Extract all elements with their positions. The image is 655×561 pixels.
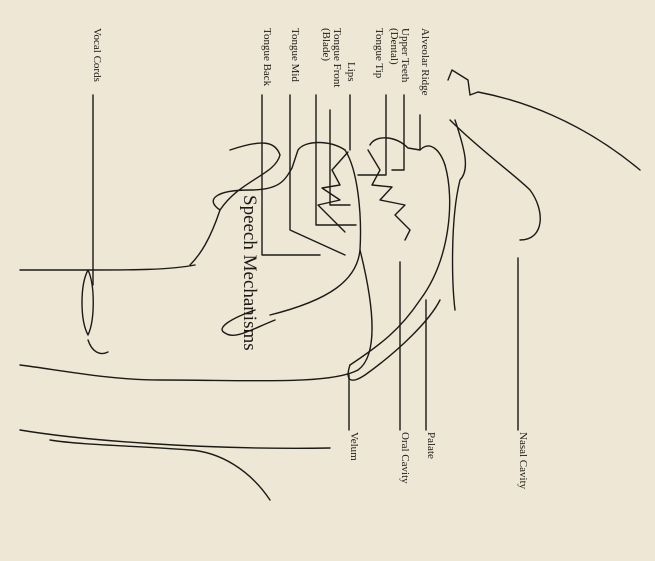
nasal-passage-outline: [453, 120, 466, 310]
vocal-cords-outline: [82, 270, 93, 335]
label-tongue-mid: Tongue Mid: [289, 28, 300, 82]
label-palate: Palate: [425, 432, 436, 459]
leader-tongue-tip: [358, 95, 386, 175]
jaw-outline: [190, 143, 280, 265]
label-lips: Lips: [345, 62, 356, 82]
spine-outline: [20, 430, 330, 448]
label-vocal-cords: Vocal Cords: [91, 28, 102, 82]
nose-outline: [448, 70, 640, 170]
label-velum: Velum: [348, 432, 359, 461]
label-upper-teeth: Upper Teeth (Dental): [388, 28, 410, 82]
label-tongue-back: Tongue Back: [261, 28, 272, 86]
label-oral-cavity: Oral Cavity: [399, 432, 410, 484]
label-alveolar-ridge: Alveolar Ridge: [419, 28, 430, 96]
nose-inner-outline: [450, 120, 540, 240]
upper-lip-outline: [370, 138, 445, 165]
label-tongue-tip: Tongue Tip: [373, 28, 384, 78]
leader-tongue-back: [290, 95, 345, 255]
lower-teeth-outline: [318, 152, 348, 232]
label-tongue-front: Tongue Front (Blade): [320, 28, 342, 87]
leader-upper-teeth: [392, 95, 404, 170]
vocal-cords-lower-outline: [88, 340, 108, 354]
diagram-title: Speech Mechanisms: [238, 195, 260, 351]
tongue-outline: [270, 150, 360, 315]
leader-tongue-front: [330, 110, 350, 205]
throat-outline: [20, 265, 195, 270]
neck-outline: [50, 440, 270, 500]
label-nasal-cavity: Nasal Cavity: [517, 432, 528, 489]
